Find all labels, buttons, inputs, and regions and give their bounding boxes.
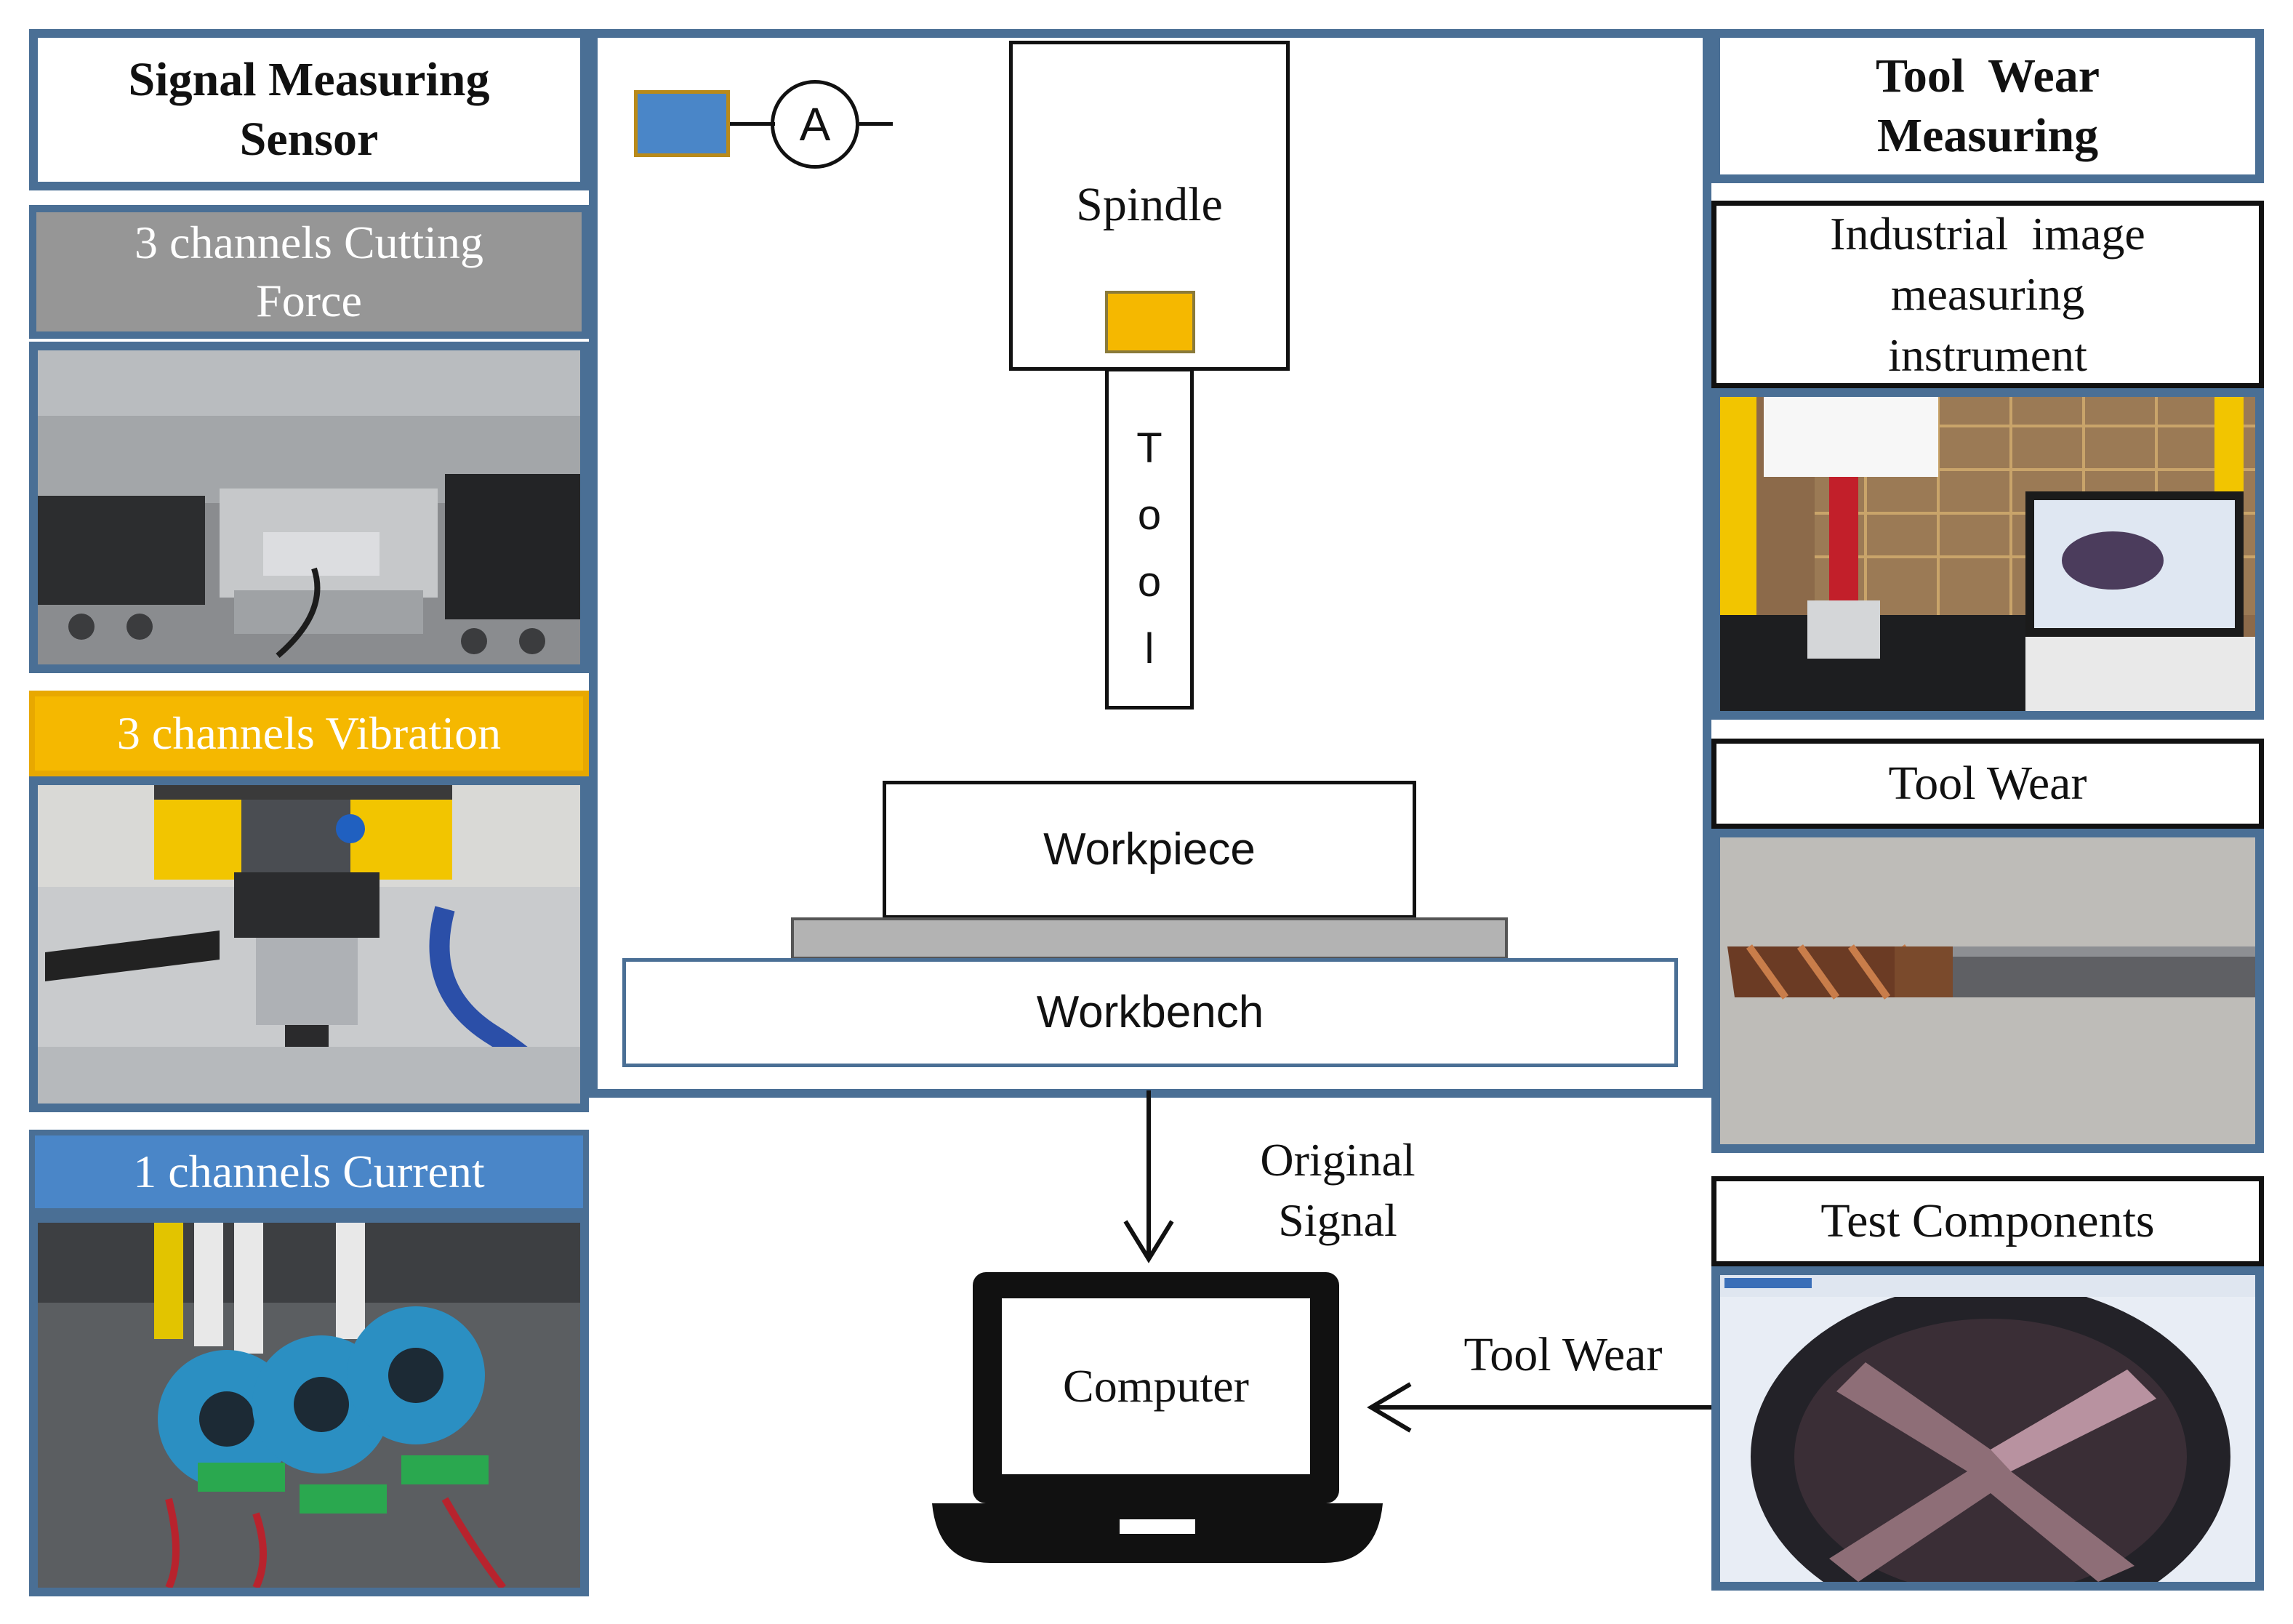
- tool-wear-measuring-line2: Measuring: [1876, 109, 2099, 162]
- cutting-force-label: 3 channels Cutting Force: [29, 205, 589, 339]
- vibration-label: 3 channels Vibration: [29, 691, 589, 776]
- machining-diagram-panel: [589, 29, 1711, 1098]
- tool-letter-4: l: [1144, 625, 1154, 672]
- instrument-photo: [1711, 388, 2264, 720]
- tool-wear-label-box: Tool Wear: [1711, 739, 2264, 829]
- spindle-sensor-block: [1105, 291, 1195, 353]
- test-components-label-box: Test Components: [1711, 1176, 2264, 1266]
- cutting-force-label-line2: Force: [256, 275, 362, 326]
- tool-letter-3: o: [1137, 558, 1162, 606]
- ammeter-icon: A: [771, 80, 859, 169]
- laptop-icon: Computer: [932, 1272, 1383, 1563]
- original-signal-label: Original Signal: [1236, 1130, 1439, 1250]
- sensor-blue-block: [634, 90, 730, 157]
- instrument-label-box: Industrial image measuring instrument: [1711, 201, 2264, 388]
- tool-wear-arrow-text: Tool Wear: [1463, 1328, 1663, 1381]
- current-label: 1 channels Current: [29, 1130, 589, 1214]
- ammeter-wire-right: [859, 122, 893, 126]
- tool-letter-1: T: [1136, 425, 1162, 472]
- signal-sensor-title-line1: Signal Measuring: [128, 52, 490, 106]
- workpiece-box: Workpiece: [883, 781, 1416, 919]
- test-components-label: Test Components: [1820, 1194, 2155, 1247]
- signal-sensor-title-box: Signal Measuring Sensor: [29, 29, 589, 190]
- computer-label: Computer: [1063, 1360, 1249, 1412]
- workbench-box: Workbench: [622, 958, 1678, 1067]
- spindle-label: Spindle: [1076, 178, 1223, 231]
- cutting-force-label-line1: 3 channels Cutting: [134, 217, 483, 268]
- tool-letter-2: o: [1137, 491, 1162, 539]
- tool-wear-arrow-label: Tool Wear: [1432, 1327, 1694, 1383]
- current-photo: [29, 1214, 589, 1596]
- vibration-photo: [29, 776, 589, 1112]
- original-signal-line1: Original: [1260, 1134, 1415, 1186]
- instrument-label-line1: Industrial image: [1830, 208, 2145, 260]
- laptop-screen: Computer: [1002, 1298, 1310, 1474]
- left-arrow-icon: [1367, 1382, 1716, 1433]
- tool-wear-photo: [1711, 829, 2264, 1153]
- instrument-label-line2: measuring: [1890, 268, 2085, 321]
- cutting-force-photo: [29, 342, 589, 673]
- workpiece-label: Workpiece: [1043, 824, 1256, 875]
- signal-sensor-title-line2: Sensor: [239, 113, 379, 166]
- test-components-photo: [1711, 1266, 2264, 1591]
- tool-box: T o o l: [1105, 368, 1194, 710]
- original-signal-line2: Signal: [1278, 1194, 1397, 1247]
- ammeter-wire-left: [730, 122, 775, 126]
- tool-wear-label: Tool Wear: [1888, 756, 2087, 810]
- workbench-label: Workbench: [1036, 987, 1264, 1038]
- ammeter-symbol: A: [799, 98, 831, 150]
- fixture-plate: [791, 917, 1508, 960]
- instrument-label-line3: instrument: [1888, 329, 2087, 381]
- down-arrow-icon: [1123, 1090, 1174, 1263]
- current-label-text: 1 channels Current: [133, 1146, 485, 1197]
- tool-wear-measuring-title-box: Tool Wear Measuring: [1711, 29, 2264, 183]
- tool-wear-measuring-line1: Tool Wear: [1875, 49, 2100, 102]
- laptop-base: [932, 1503, 1383, 1563]
- vibration-label-text: 3 channels Vibration: [116, 707, 502, 759]
